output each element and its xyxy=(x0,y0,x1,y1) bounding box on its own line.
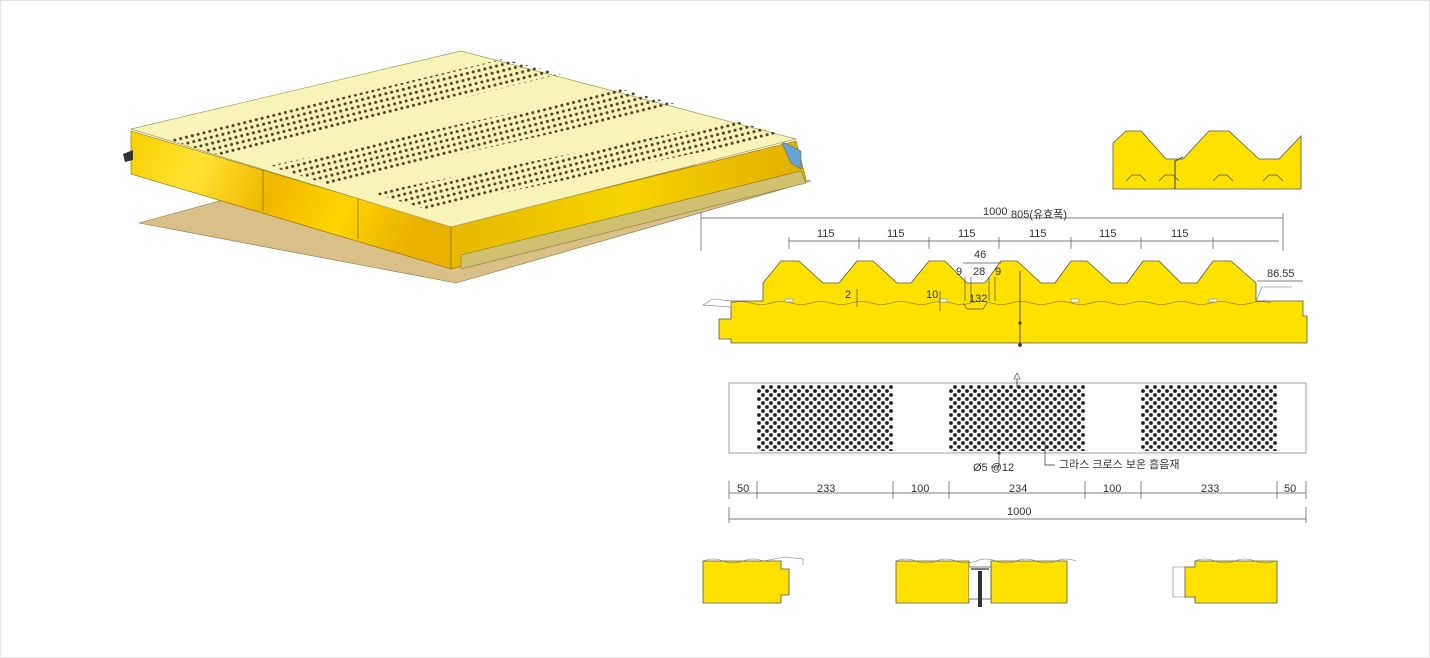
edge-detail-middle-left xyxy=(895,560,970,604)
perforation-band-3 xyxy=(1141,385,1277,451)
rib-base-label: 132 xyxy=(969,293,987,305)
segment-3: 100 xyxy=(911,483,929,495)
segment-1: 50 xyxy=(737,483,749,495)
depth-label: 2 xyxy=(845,289,851,301)
overall-width-label: 1000 xyxy=(983,206,1007,218)
total-width-label: 1000 xyxy=(1007,506,1031,518)
fastener-screw xyxy=(978,571,982,607)
rib-height-label: 10 xyxy=(926,289,938,301)
pitch-5: 115 xyxy=(1099,228,1117,240)
hole-spec-label: Ø5 @12 xyxy=(973,462,1014,474)
edge-detail-middle-right xyxy=(990,560,1068,604)
perforation-plan: Ø5 @12 그라스 크로스 보온 흡음재 50 233 100 234 100… xyxy=(728,372,1307,523)
segment-7: 50 xyxy=(1284,483,1296,495)
pitch-3: 115 xyxy=(958,228,976,240)
edge-detail-right xyxy=(1184,560,1278,604)
perforation-stripe-2 xyxy=(269,89,679,184)
effective-width-label: 805(유효폭) xyxy=(1011,208,1067,221)
rib-top-label: 46 xyxy=(974,249,986,261)
pitch-2: 115 xyxy=(887,228,905,240)
overlap-label: 86.55 xyxy=(1267,268,1295,280)
pitch-6: 115 xyxy=(1171,228,1189,240)
rib-mid-label: 28 xyxy=(973,266,985,278)
rib-gap-left-label: 9 xyxy=(956,266,962,278)
edge-details xyxy=(702,556,1278,607)
segment-2: 233 xyxy=(817,483,835,495)
pitch-1: 115 xyxy=(817,228,835,240)
segment-5: 100 xyxy=(1103,483,1121,495)
material-label: 그라스 크로스 보온 흡음재 xyxy=(1059,457,1180,471)
perforation-stripe-3 xyxy=(373,121,783,209)
perforation-band-1 xyxy=(757,385,893,451)
panel-edge-tongue xyxy=(123,150,133,162)
pitch-4: 115 xyxy=(1029,228,1047,240)
perforation-stripe-1 xyxy=(166,59,561,156)
profile-section: 1000 805(유효폭) 115 115 115 115 115 115 xyxy=(700,206,1308,347)
rib-gap-right-label: 9 xyxy=(995,266,1001,278)
edge-detail-left xyxy=(702,560,790,604)
panel-3d-view xyxy=(123,50,812,284)
joint-detail xyxy=(1112,130,1302,190)
perforation-band-2 xyxy=(949,385,1085,451)
segment-6: 233 xyxy=(1201,483,1219,495)
segment-4: 234 xyxy=(1009,483,1027,495)
joint-seal xyxy=(780,140,802,170)
profile-body xyxy=(718,260,1308,344)
panel-lower-liner xyxy=(460,170,807,270)
